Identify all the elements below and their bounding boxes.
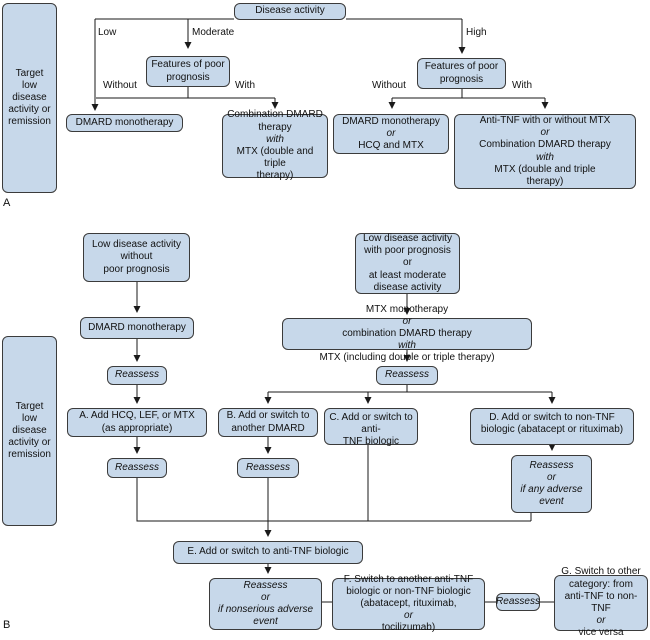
mtx-monotherapy-box: MTX monotherapy or combination DMARD the…	[282, 304, 532, 363]
reassess-box-3: Reassess	[107, 458, 167, 478]
label-without-moderate: Without	[103, 80, 137, 91]
step-e-box: E. Add or switch to anti-TNF biologic	[173, 541, 363, 564]
reassess-box-4: Reassess	[237, 458, 299, 478]
panel-letter-b: B	[3, 619, 11, 631]
step-c-box: C. Add or switch to anti-TNF biologic	[324, 408, 418, 447]
label-with-high: With	[512, 80, 532, 91]
label-without-high: Without	[372, 80, 406, 91]
label-high: High	[466, 27, 487, 38]
step-a-box: A. Add HCQ, LEF, or MTX(as appropriate)	[67, 408, 207, 437]
step-f-box: F. Switch to another anti-TNF biologic o…	[332, 574, 485, 633]
label-low: Low	[98, 27, 117, 38]
disease-activity-box: Disease activity	[234, 3, 346, 20]
dmard-monotherapy-box-a: DMARD monotherapy	[66, 114, 183, 132]
panel-letter-a: A	[3, 197, 11, 209]
reassess-box-1: Reassess	[107, 366, 167, 385]
reassess-box-5: Reassess	[496, 593, 540, 611]
label-moderate: Moderate	[192, 27, 235, 38]
reassess-box-2: Reassess	[376, 366, 438, 385]
dmard-monotherapy-box-b: DMARD monotherapy	[80, 317, 194, 339]
label-with-moderate: With	[235, 80, 255, 91]
step-g-box: G. Switch to other category: from anti-T…	[554, 566, 648, 638]
